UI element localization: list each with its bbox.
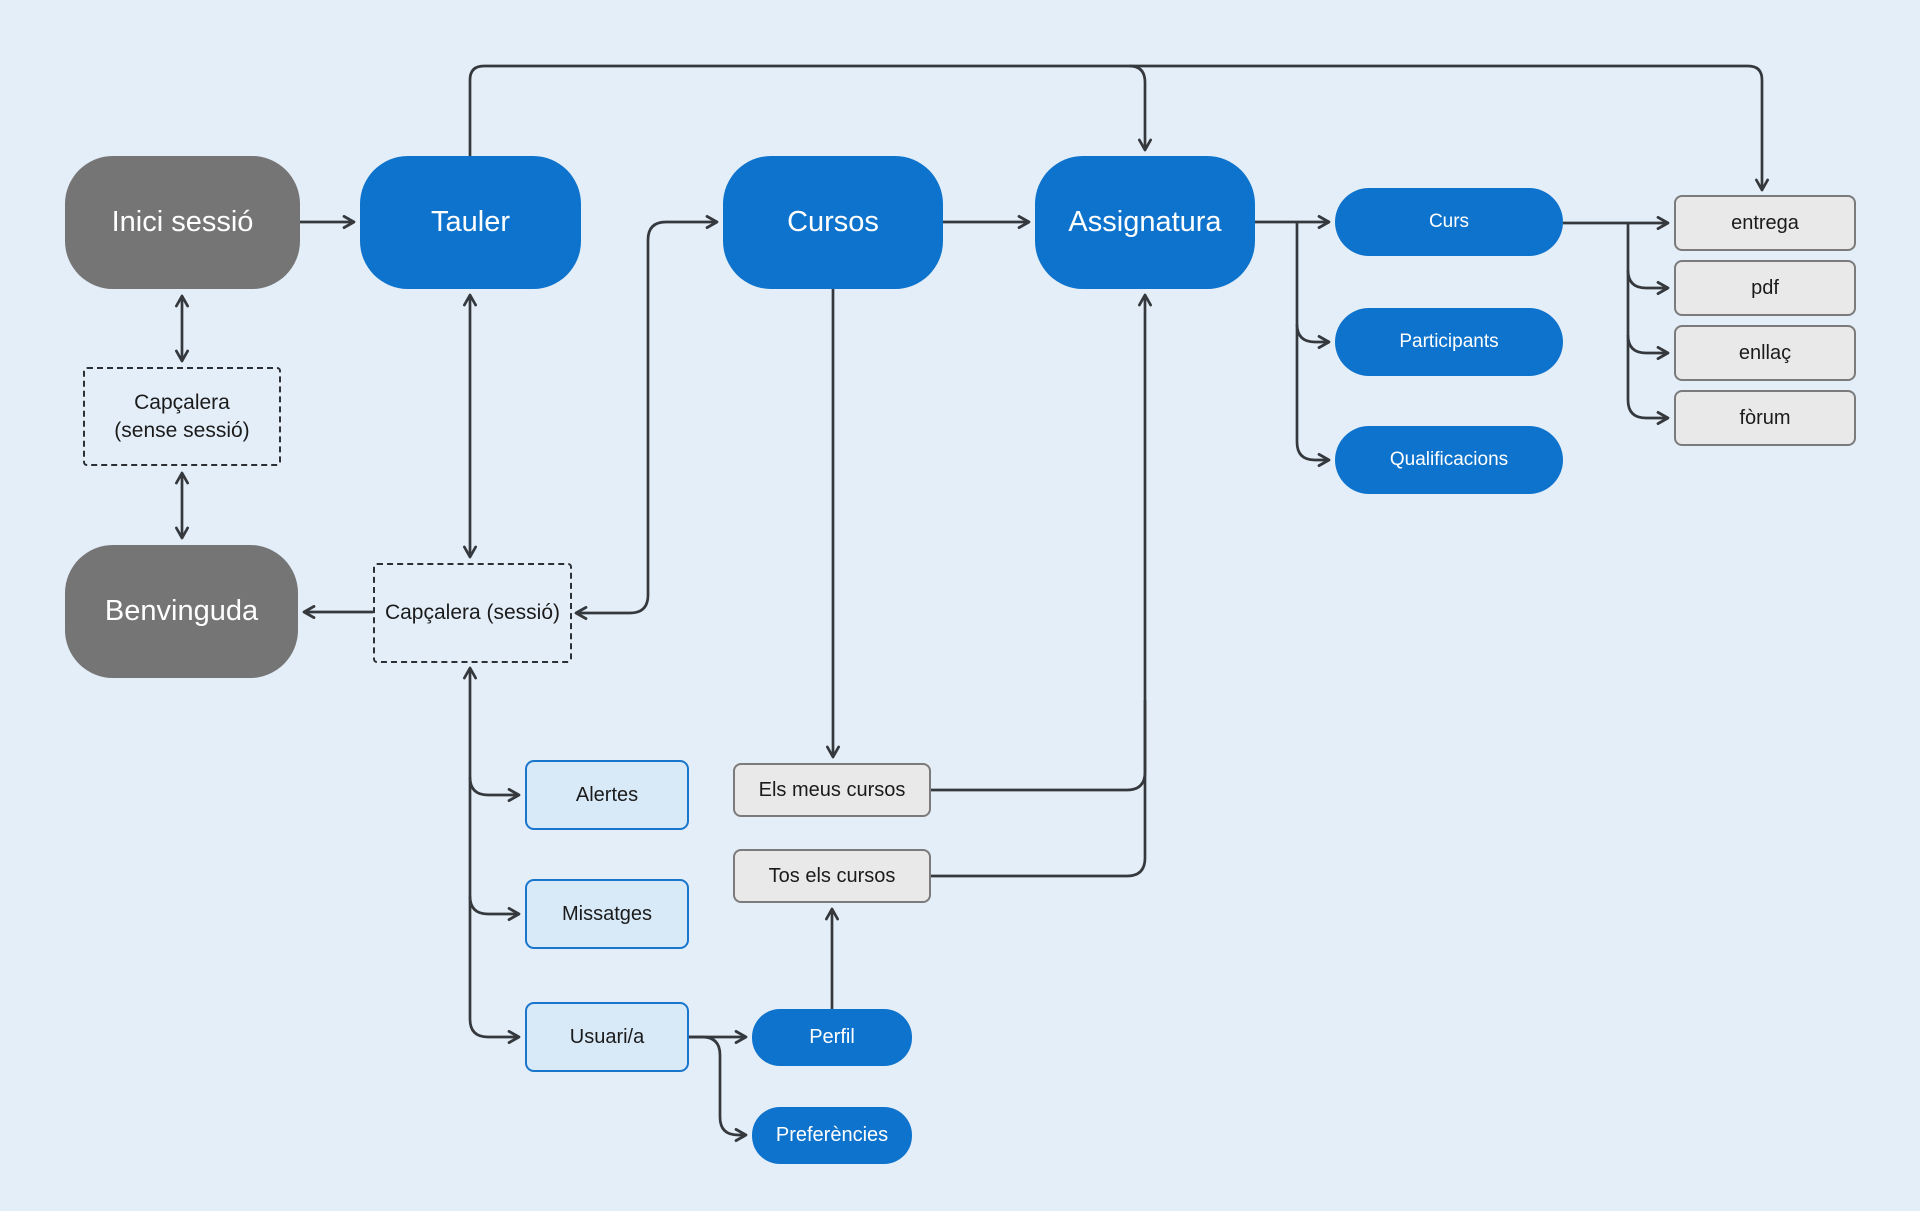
- node-forum: fòrum: [1674, 390, 1856, 446]
- node-enllac: enllaç: [1674, 325, 1856, 381]
- node-pdf-label: pdf: [1751, 276, 1779, 299]
- node-forum-label: fòrum: [1739, 406, 1791, 429]
- node-benvinguda: Benvinguda: [65, 545, 298, 678]
- node-curs: Curs: [1335, 188, 1563, 256]
- edge-tosels-assignatura: [931, 293, 1152, 878]
- node-pdf: pdf: [1674, 260, 1856, 316]
- edge-elsmeus-merge: [931, 700, 1147, 792]
- node-qualificacions-label: Qualificacions: [1389, 449, 1509, 471]
- node-inici-sessio: Inici sessió: [65, 156, 300, 289]
- edge-assignatura-participants: [1295, 323, 1331, 349]
- node-els-meus-cursos: Els meus cursos: [733, 763, 931, 817]
- edge-tauler-toploop-entrega: [468, 64, 1769, 192]
- capcalera-sense-line2: (sense sessió): [114, 418, 250, 442]
- node-alertes-label: Alertes: [575, 783, 639, 806]
- node-perfil: Perfil: [752, 1009, 912, 1066]
- node-inici-sessio-label: Inici sessió: [111, 206, 254, 239]
- node-tauler-label: Tauler: [431, 206, 510, 239]
- node-els-meus-cursos-label: Els meus cursos: [758, 778, 906, 801]
- node-tauler: Tauler: [360, 156, 581, 289]
- node-cursos-label: Cursos: [787, 206, 879, 239]
- node-preferencies: Preferències: [752, 1107, 912, 1164]
- node-participants-label: Participants: [1399, 331, 1499, 353]
- node-missatges: Missatges: [525, 879, 689, 949]
- node-tos-els-cursos-label: Tos els cursos: [768, 864, 896, 887]
- node-participants: Participants: [1335, 308, 1563, 376]
- node-preferencies-label: Preferències: [775, 1124, 889, 1147]
- node-assignatura: Assignatura: [1035, 156, 1255, 289]
- node-qualificacions: Qualificacions: [1335, 426, 1563, 494]
- node-enllac-label: enllaç: [1738, 341, 1792, 364]
- edge-capsessio-missatges: [468, 895, 521, 921]
- node-capcalera-sessio-label: Capçalera (sessió): [384, 601, 561, 625]
- node-usuaria: Usuari/a: [525, 1002, 689, 1072]
- node-capcalera-sense-sessio: Capçalera (sense sessió): [83, 367, 281, 466]
- edge-toploop-assignatura: [1128, 64, 1152, 152]
- node-usuaria-label: Usuari/a: [569, 1025, 645, 1048]
- node-curs-label: Curs: [1428, 211, 1470, 233]
- edge-curs-enllac: [1626, 334, 1670, 360]
- edge-capsessio-alertes: [468, 776, 521, 802]
- node-tos-els-cursos: Tos els cursos: [733, 849, 931, 903]
- node-capcalera-sessio: Capçalera (sessió): [373, 563, 572, 663]
- edge-capsessio-usuaria: [463, 666, 521, 1044]
- edge-curs-forum: [1626, 223, 1670, 425]
- edge-usuaria-preferencies: [689, 1035, 748, 1142]
- node-capcalera-sense-sessio-label: Capçalera (sense sessió): [114, 389, 249, 444]
- edge-assignatura-qualificacions: [1295, 222, 1331, 467]
- node-entrega-label: entrega: [1731, 211, 1799, 234]
- node-entrega: entrega: [1674, 195, 1856, 251]
- node-missatges-label: Missatges: [561, 902, 653, 925]
- node-benvinguda-label: Benvinguda: [104, 595, 259, 628]
- node-alertes: Alertes: [525, 760, 689, 830]
- node-perfil-label: Perfil: [809, 1026, 855, 1049]
- edge-capsessio-cursos: [574, 215, 719, 620]
- edge-curs-pdf: [1626, 269, 1670, 295]
- node-assignatura-label: Assignatura: [1068, 206, 1222, 239]
- node-cursos: Cursos: [723, 156, 943, 289]
- capcalera-sense-line1: Capçalera: [134, 390, 230, 414]
